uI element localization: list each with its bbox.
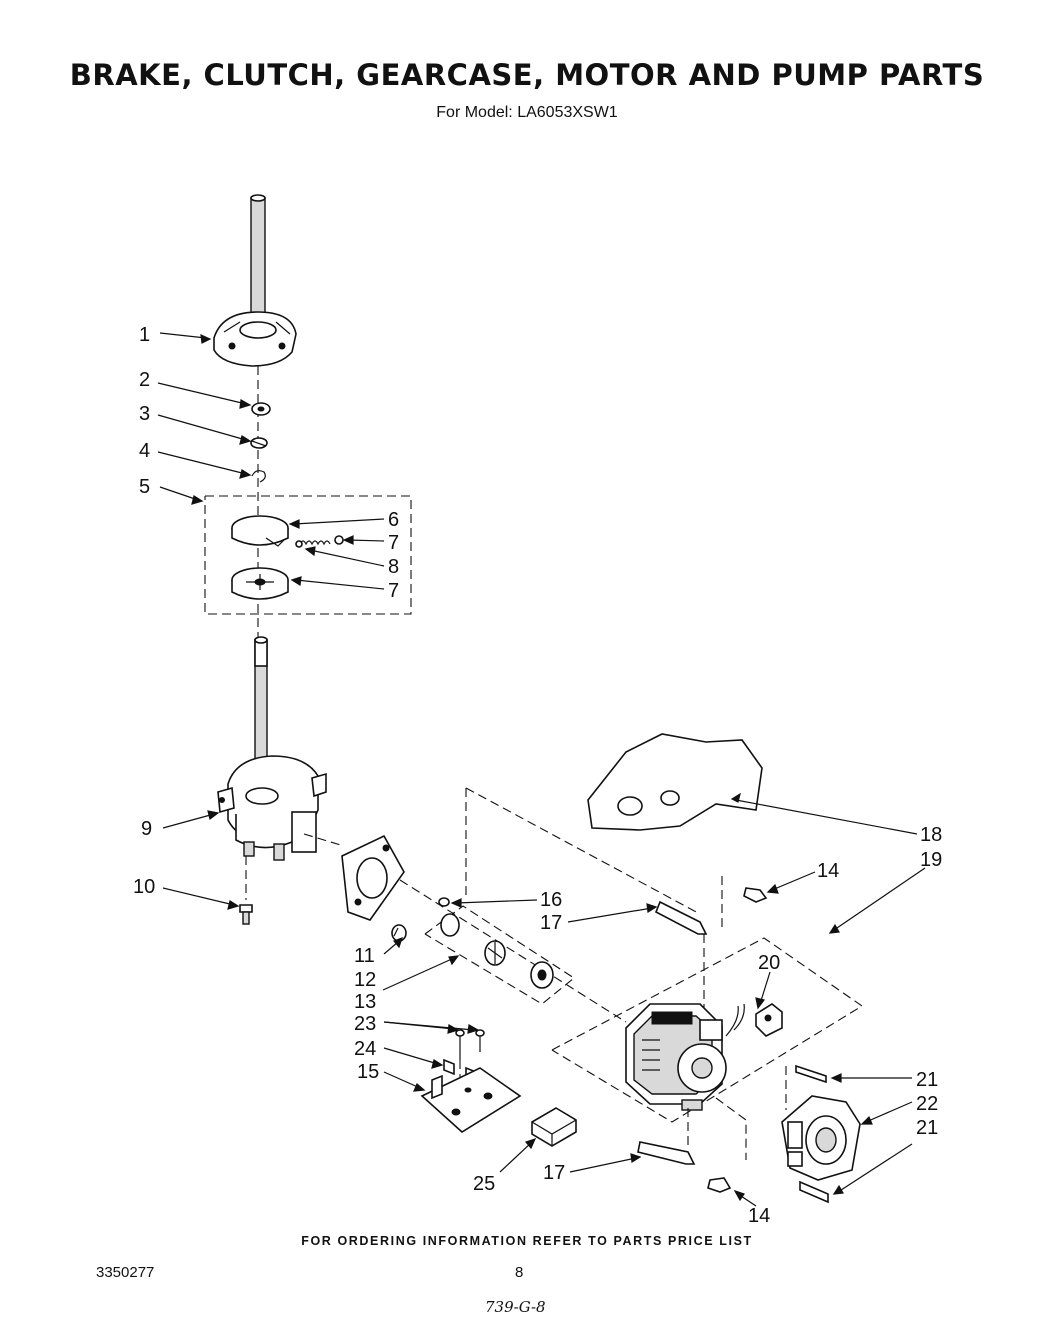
callout-17-lower: 17 [543, 1162, 565, 1184]
part-21-lower-clip [799, 1180, 829, 1204]
callout-15: 15 [357, 1061, 379, 1083]
callout-7-upper: 7 [388, 532, 399, 554]
callout-21-lower: 21 [916, 1117, 938, 1139]
part-20-switch [755, 1003, 783, 1037]
callout-14-lower: 14 [748, 1205, 770, 1227]
part-3-spring-washer [250, 437, 268, 449]
part-5-brake-assembly-box [204, 495, 412, 615]
callout-23: 23 [354, 1013, 376, 1035]
part-15-bracket [420, 1067, 522, 1133]
part-17-lower-clip [637, 1141, 696, 1165]
leader-lines [157, 332, 926, 1207]
handwritten-note: 739-G-8 [485, 1298, 546, 1316]
part-19-motor-assembly-box [551, 937, 864, 1123]
page-number: 8 [515, 1264, 524, 1281]
callout-16: 16 [540, 889, 562, 911]
part-7-brake-drum [231, 567, 289, 600]
part-1-brake-cam [213, 311, 297, 367]
callout-1: 1 [139, 324, 150, 346]
callout-9: 9 [141, 818, 152, 840]
part-4-retaining-ring [251, 470, 266, 483]
part-14-upper-bolt [743, 887, 768, 903]
part-9-gearcase [217, 755, 327, 861]
callout-14-upper: 14 [817, 860, 839, 882]
callout-6: 6 [388, 509, 399, 531]
part-10-screw [239, 856, 253, 925]
callout-numbers: 1 2 3 4 5 6 7 8 7 9 10 11 12 13 16 17 14… [133, 324, 942, 1227]
part-22-pump [781, 1095, 861, 1181]
callout-13: 13 [354, 991, 376, 1013]
part-6-brake-band [231, 515, 289, 547]
callout-24: 24 [354, 1038, 376, 1060]
part-8-spring [295, 535, 344, 548]
callout-10: 10 [133, 876, 155, 898]
part-25-block [531, 1107, 577, 1147]
callout-4: 4 [139, 440, 150, 462]
callout-25: 25 [473, 1173, 495, 1195]
part-21-upper-clip [795, 1064, 827, 1084]
part-13-pump-parts-box [424, 905, 575, 1005]
callout-20: 20 [758, 952, 780, 974]
callout-11: 11 [354, 945, 375, 967]
callout-18: 18 [920, 824, 942, 846]
part-16-screw [438, 897, 450, 907]
part-18-pad [587, 733, 763, 831]
part-2-washer [251, 402, 271, 416]
callout-7-lower: 7 [388, 580, 399, 602]
part-14-lower-bolt [707, 1177, 732, 1193]
callout-2: 2 [139, 369, 150, 391]
callout-17-upper: 17 [540, 912, 562, 934]
drive-shaft-upper [250, 194, 266, 327]
callout-22: 22 [916, 1093, 938, 1115]
page-title: BRAKE, CLUTCH, GEARCASE, MOTOR AND PUMP … [69, 58, 985, 92]
callout-8: 8 [388, 556, 399, 578]
callout-19: 19 [920, 849, 942, 871]
model-subtitle: For Model: LA6053XSW1 [436, 104, 618, 121]
callout-21-upper: 21 [916, 1069, 938, 1091]
part-17-upper-clip [654, 900, 708, 935]
callout-12: 12 [354, 969, 376, 991]
motor [625, 1003, 745, 1111]
ordering-note: FOR ORDERING INFORMATION REFER TO PARTS … [301, 1234, 753, 1248]
document-number: 3350277 [96, 1264, 155, 1281]
callout-5: 5 [139, 476, 150, 498]
callout-3: 3 [139, 403, 150, 425]
part-12-pump-base-plate [341, 834, 405, 921]
